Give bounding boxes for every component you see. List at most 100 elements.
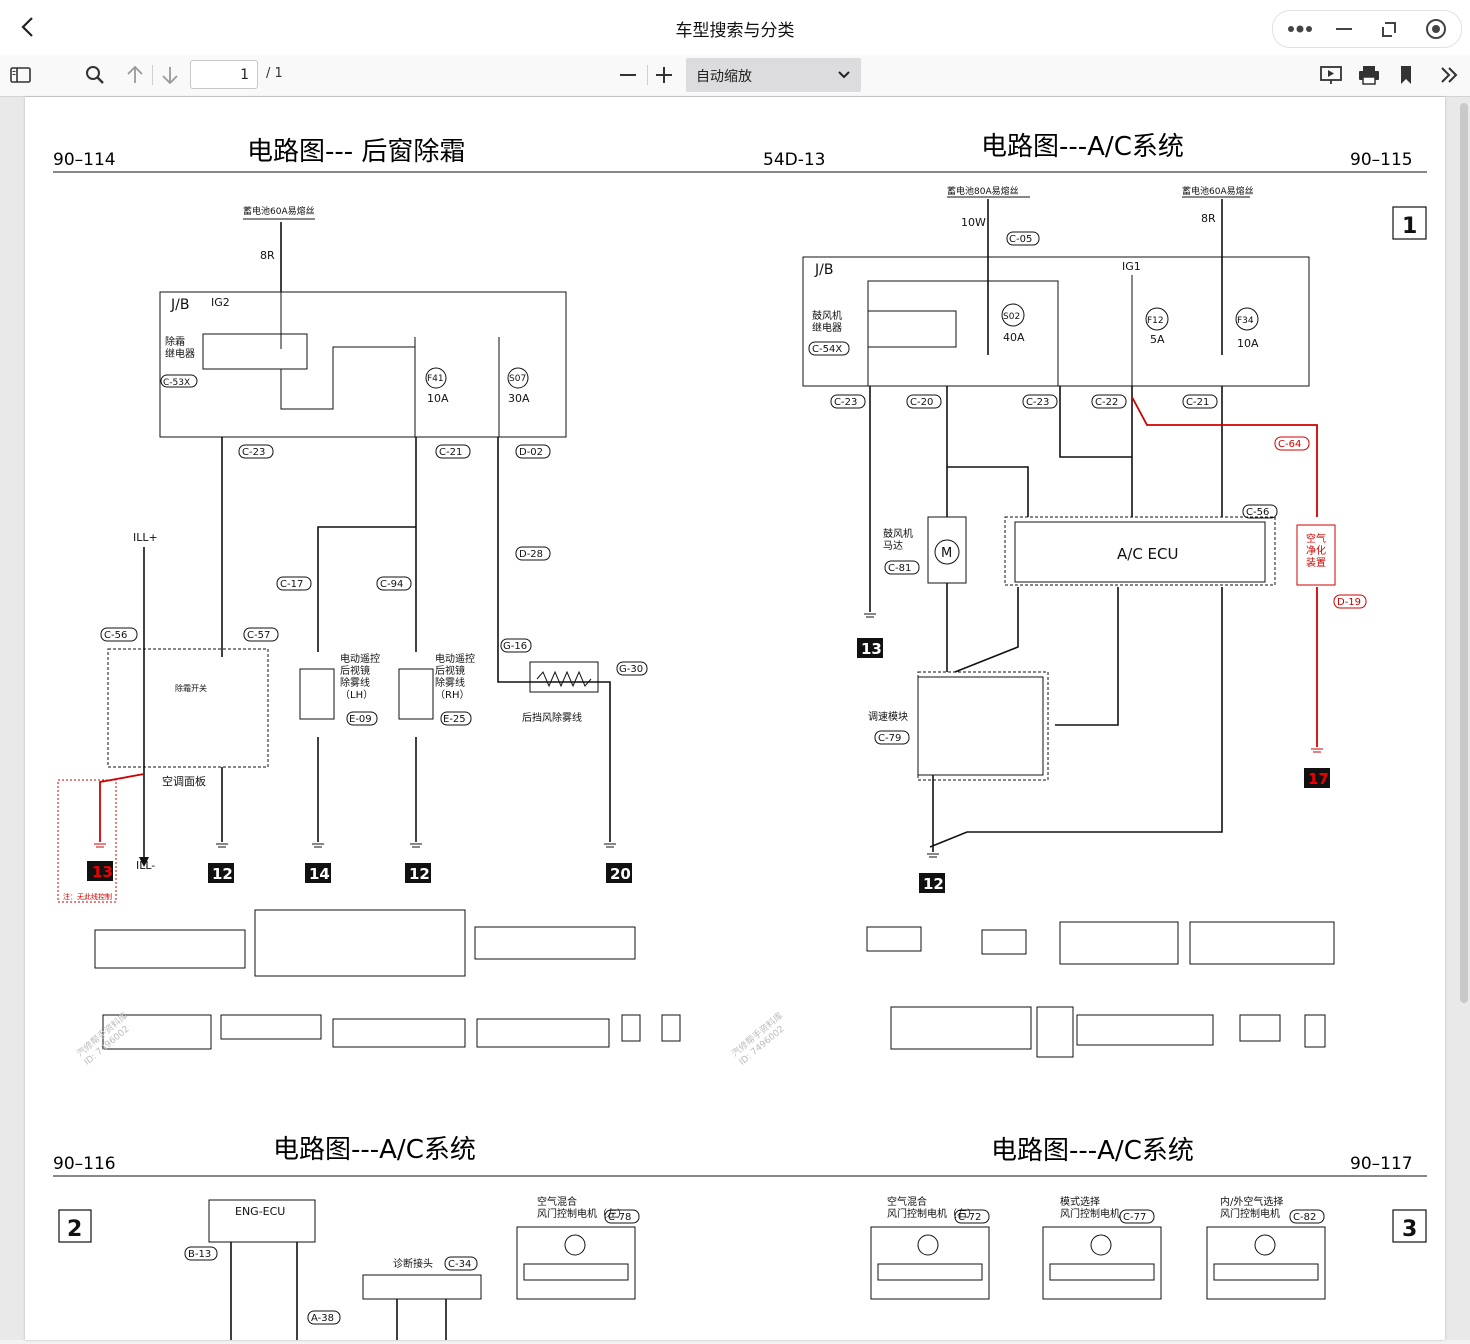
connector-tag [1119,1209,1155,1224]
title-ac-system-2: 电路图---A/C系统 [273,1135,476,1165]
zoom-out-button[interactable] [613,61,643,89]
connector-tag [1274,436,1310,451]
connector-label: E-09 [349,714,372,725]
mode-select-label: 模式选择风门控制电机 [1060,1195,1120,1220]
pinout-c81 [1304,1014,1326,1048]
inout-select-label: 内/外空气选择风门控制电机 [1220,1195,1283,1220]
connector-label: G-30 [619,664,643,675]
connector-tag [307,1310,341,1325]
zoom-in-button[interactable] [649,61,679,89]
pdf-toolbar: / 1 自动缩放 [0,55,1470,97]
wire-label: 8R [260,249,275,262]
fuse-circle [425,367,447,389]
bookmark-button[interactable] [1391,61,1421,89]
ground-tags-right: 13 12 17 [857,638,1330,893]
minus-icon [620,74,636,76]
note-box [57,779,117,903]
tools-button[interactable] [1434,61,1464,89]
connector-tag [906,394,942,409]
connector-tag [238,444,274,459]
ground-tag-14 [305,863,331,883]
document-viewer[interactable]: 90–114 电路图--- 后窗除霜 54D-13 电路图---A/C系统 90… [0,97,1470,1340]
connector-label: C-23 [242,447,265,458]
ground-tags-left: 13 12 14 12 20 [87,861,632,883]
page-number-right: 90–115 [1350,150,1413,170]
connector-tag [1022,394,1058,409]
connector-tag [346,711,378,726]
ac-panel-box [107,648,269,768]
diag-connector-label: 诊断接头 [393,1257,433,1270]
section-box-3 [1392,1209,1427,1243]
connector-tag [1091,394,1127,409]
connector-label: B-13 [188,1249,211,1260]
fuse-amp: 30A [508,392,530,405]
wire [947,466,1029,517]
connector-label: C-79 [878,733,901,744]
connector-label: C-56 [1246,507,1269,518]
zoom-select[interactable]: 自动缩放 [686,58,861,92]
record-icon [1426,19,1446,39]
connector-tag [515,444,551,459]
ac-panel-label: 空调面板 [162,774,206,788]
connector-tag [1289,1209,1325,1224]
connector-label: C-22 [1095,397,1118,408]
fuse-amp: 10A [1237,337,1259,350]
back-button[interactable] [14,12,42,42]
heater-element-lh [299,668,335,720]
restore-button[interactable] [1367,11,1413,47]
blower-relay-box [867,310,957,348]
connector-label: C-23 [834,397,857,408]
fuse-circle [1235,307,1259,331]
connector-tag [184,1246,218,1261]
scrollbar-thumb[interactable] [1460,103,1468,1003]
speed-module-outer [917,671,1049,781]
page-number-input[interactable] [190,60,258,89]
ground-tag-12b-text: 12 [409,865,430,883]
ac-ecu-outer [1004,516,1276,586]
connector-tag [954,1209,990,1224]
speed-module-box [917,676,1044,776]
close-button[interactable] [1413,11,1459,47]
app-title: 车型搜索与分类 [675,21,795,41]
pinout-c57 [474,926,636,960]
motor-circle [1090,1234,1112,1256]
find-button[interactable] [80,61,110,89]
heater-element-rh [398,668,434,720]
pinout-c56 [1076,1014,1214,1046]
previous-page-button[interactable] [120,61,150,89]
plus-icon [656,67,672,83]
fuse-amp: 10A [427,392,449,405]
minimize-button[interactable] [1321,11,1367,47]
actuator-plate [1049,1263,1155,1281]
speed-module-label: 调速模块 [868,711,908,723]
wire [280,346,416,437]
scrollbar[interactable] [1458,97,1470,1340]
connector-pinouts-right [866,921,1335,1058]
actuator-box-c72 [870,1226,990,1300]
connector-label: C-81 [888,563,911,574]
presentation-mode-button[interactable] [1316,61,1346,89]
pinout-c79 [1239,1014,1281,1042]
zoom-select-value: 自动缩放 [696,69,752,85]
jb-label: J/B [814,262,833,278]
more-button[interactable] [1277,11,1323,47]
connector-tag [515,546,551,561]
ac-system-diagram: 蓄电池80A易熔丝 蓄电池60A易熔丝 10W 8R C-05 1 J/B IG… [802,185,1427,858]
wire [497,437,611,842]
print-button[interactable] [1354,61,1384,89]
diag-connector-box [362,1274,482,1300]
connector-tag [440,711,472,726]
connector-label: C-21 [1186,397,1209,408]
pinout-c20 [1059,921,1179,965]
connector-label: C-20 [910,397,933,408]
connector-tag [884,560,920,575]
ill-plus-label: ILL+ [133,531,158,544]
toolbar-separator [647,65,648,85]
connector-label: C-77 [1123,1212,1146,1223]
page-center-code: 54D-13 [763,150,826,170]
red-wire [1131,396,1318,517]
title-ac-system: 电路图---A/C系统 [981,132,1184,162]
next-page-button[interactable] [155,61,185,89]
page-number-left: 90–114 [53,150,116,170]
sidebar-toggle-button[interactable] [6,61,36,89]
